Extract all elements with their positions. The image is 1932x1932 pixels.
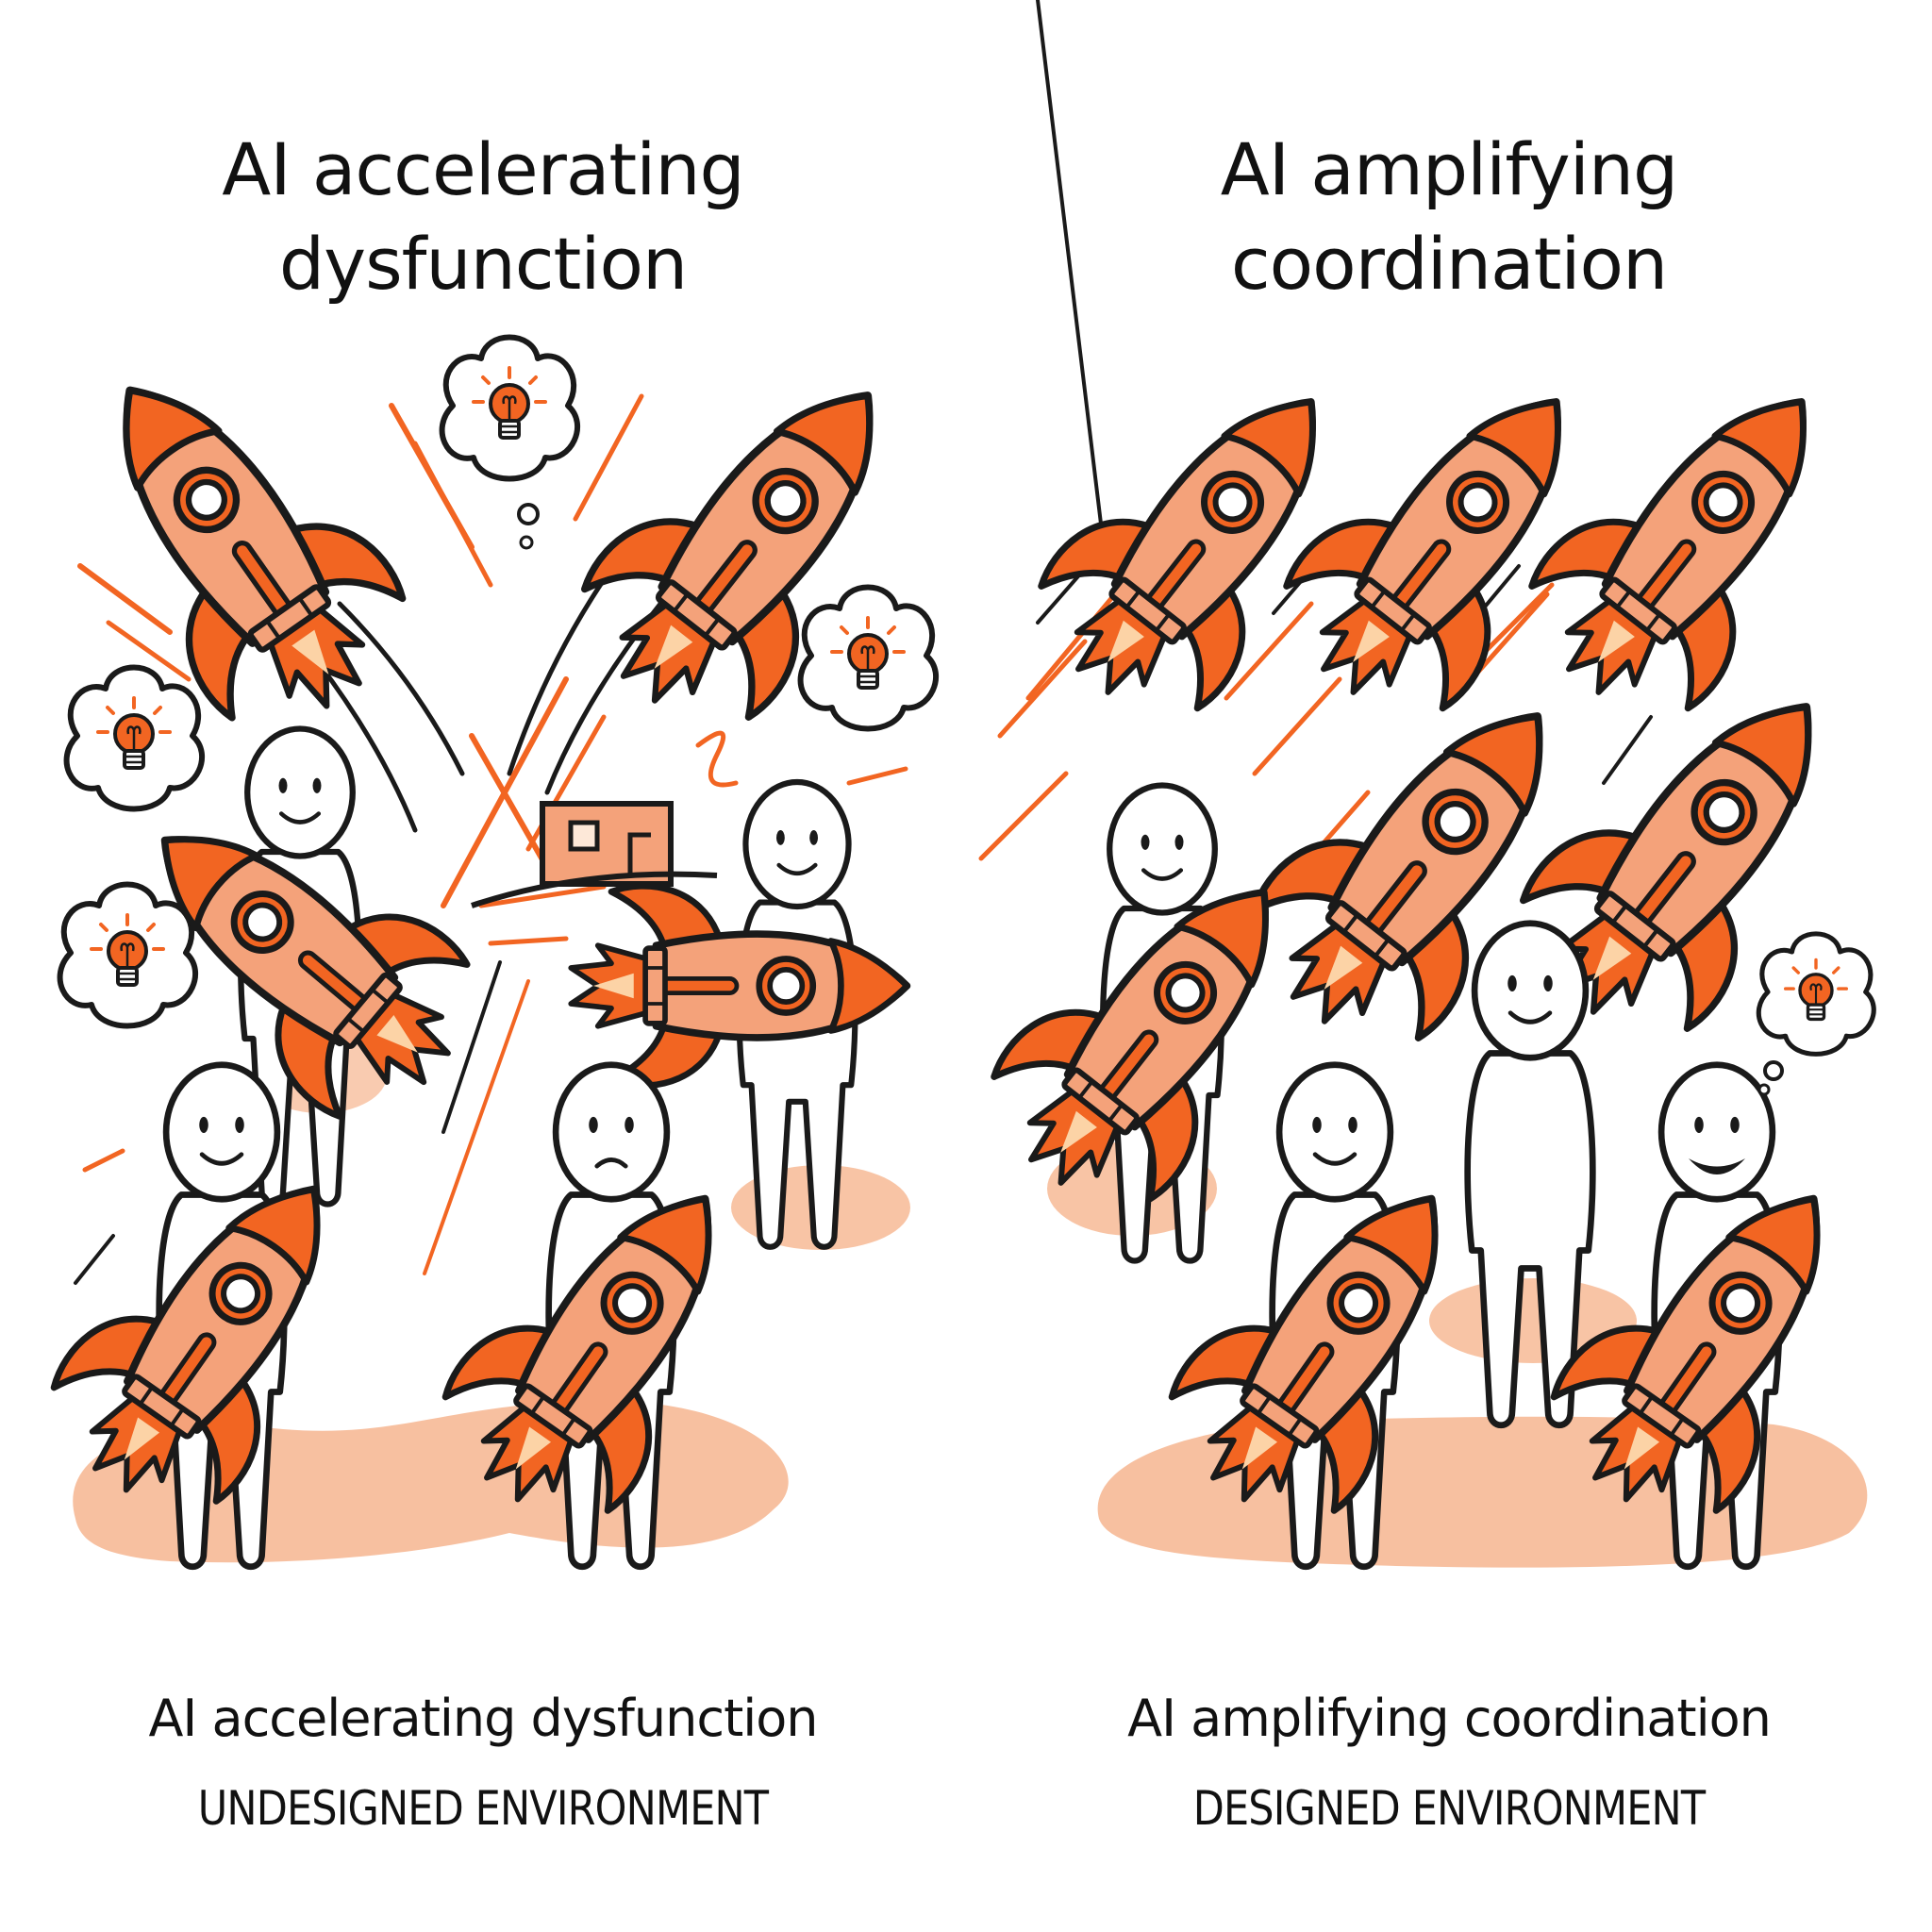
panel-subcaption: UNDESIGNED ENVIRONMENT (197, 1781, 769, 1836)
panel-caption: AI accelerating dysfunction (148, 1689, 818, 1748)
panel-title: AI accelerating dysfunction (0, 123, 966, 311)
thought-dot (517, 503, 540, 525)
panel-caption: AI amplifying coordination (1127, 1689, 1772, 1748)
title-line-2: dysfunction (278, 222, 688, 306)
speed-lines (978, 0, 1653, 871)
person-bottom-right-thumbs-up (1655, 1065, 1780, 1567)
thought-dot (1757, 1083, 1771, 1096)
right-scene (963, 0, 1900, 1568)
panel-subcaption: DESIGNED ENVIRONMENT (1192, 1781, 1706, 1836)
panel-undesigned: AI accelerating dysfunction AI accelerat… (0, 123, 966, 1836)
thought-dot (1763, 1060, 1784, 1081)
title-line-1: AI amplifying (1220, 127, 1679, 211)
building-icon (471, 801, 718, 908)
thought-dot (519, 535, 534, 550)
panel-designed: AI amplifying coordination AI amplifying… (966, 0, 1932, 1932)
panel-title: AI amplifying coordination (966, 123, 1932, 311)
title-line-2: coordination (1230, 222, 1668, 306)
title-line-1: AI accelerating (222, 127, 744, 211)
left-scene (25, 327, 955, 1567)
